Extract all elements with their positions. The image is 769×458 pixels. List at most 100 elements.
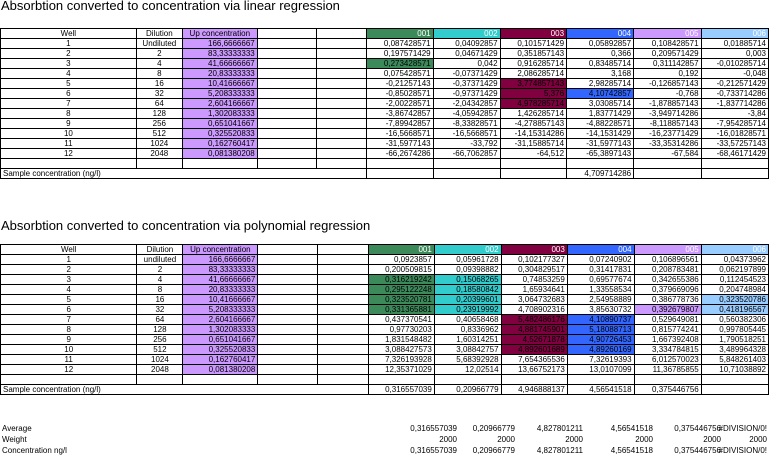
value-cell[interactable]: -0,126857143 xyxy=(633,78,702,89)
empty-cell[interactable] xyxy=(633,374,702,385)
value-cell[interactable]: -7,954285714 xyxy=(700,118,769,129)
value-cell[interactable]: 1,667392408 xyxy=(633,334,702,345)
value-cell[interactable]: 0,208783481 xyxy=(633,264,702,275)
value-cell[interactable]: 0,31417831 xyxy=(566,264,635,275)
header-well[interactable]: Well xyxy=(0,28,137,39)
dilution-cell[interactable]: 512 xyxy=(136,344,184,355)
value-cell[interactable]: 5,68392928 xyxy=(433,354,502,365)
value-cell[interactable]: 0,386778736 xyxy=(633,294,702,305)
value-cell[interactable]: 2,54958889 xyxy=(566,294,635,305)
value-cell[interactable]: 5,376 xyxy=(499,88,568,99)
well-cell[interactable]: 2 xyxy=(0,264,138,275)
value-cell[interactable]: 0,18580842 xyxy=(433,284,502,295)
value-cell[interactable]: -31,5977143 xyxy=(566,138,635,149)
sample-value-cell[interactable] xyxy=(432,168,501,179)
up-concentration-cell[interactable]: 0,081380208 xyxy=(182,364,259,375)
sample-label[interactable]: Sample concentration (ng/l) xyxy=(0,384,369,395)
value-cell[interactable]: 0,003 xyxy=(700,48,769,59)
value-cell[interactable]: 0,311142857 xyxy=(633,58,702,69)
well-cell[interactable]: 3 xyxy=(0,274,138,285)
header-up-concentration[interactable]: Up concentration xyxy=(182,244,259,255)
empty-cell[interactable] xyxy=(316,48,368,59)
value-cell[interactable]: 0,20399601 xyxy=(433,294,502,305)
value-cell[interactable]: 0,075428571 xyxy=(366,68,434,79)
empty-cell[interactable] xyxy=(316,88,368,99)
up-concentration-cell[interactable]: 20,83333333 xyxy=(181,68,258,79)
value-cell[interactable]: -3,86742857 xyxy=(366,108,434,119)
well-cell[interactable]: 1 xyxy=(0,254,138,265)
value-cell[interactable]: -0,85028571 xyxy=(366,88,434,99)
value-cell[interactable]: 0,087428571 xyxy=(366,38,434,49)
empty-cell[interactable] xyxy=(257,374,318,385)
value-cell[interactable]: 0,342655386 xyxy=(633,274,702,285)
value-cell[interactable]: 1,65934641 xyxy=(500,284,568,295)
value-cell[interactable]: 0,273428571 xyxy=(366,58,434,69)
sample-value-cell[interactable]: 4,56541518 xyxy=(566,384,635,395)
value-cell[interactable]: -1,837714286 xyxy=(700,98,769,109)
value-cell[interactable]: -0,048 xyxy=(700,68,769,79)
value-cell[interactable]: -14,15314286 xyxy=(499,128,568,139)
value-cell[interactable]: -7,89942857 xyxy=(366,118,434,129)
empty-cell[interactable] xyxy=(316,344,369,355)
header-col-002[interactable]: 002 xyxy=(433,244,502,255)
value-cell[interactable]: -4,05942857 xyxy=(432,108,501,119)
up-concentration-cell[interactable]: 1,302083333 xyxy=(181,108,258,119)
value-cell[interactable]: -0,21257143 xyxy=(366,78,434,89)
empty-cell[interactable] xyxy=(367,374,435,385)
empty-cell[interactable] xyxy=(257,364,318,375)
value-cell[interactable]: 0,106896561 xyxy=(633,254,702,265)
value-cell[interactable]: 0,295122248 xyxy=(367,284,435,295)
value-cell[interactable]: 3,168 xyxy=(566,68,635,79)
header-well[interactable]: Well xyxy=(0,244,138,255)
empty-cell[interactable] xyxy=(257,334,318,345)
value-cell[interactable]: 3,08842757 xyxy=(433,344,502,355)
dilution-cell[interactable]: 4 xyxy=(136,274,184,285)
value-cell[interactable]: 0,40658468 xyxy=(433,314,502,325)
dilution-cell[interactable]: 4 xyxy=(135,58,183,69)
sample-value-cell[interactable] xyxy=(366,168,434,179)
value-cell[interactable]: 6,012570023 xyxy=(633,354,702,365)
value-cell[interactable]: 4,52671878 xyxy=(500,334,568,345)
empty-cell[interactable] xyxy=(316,304,369,315)
value-cell[interactable]: 0,560382306 xyxy=(700,314,769,325)
dilution-cell[interactable]: 1024 xyxy=(135,138,183,149)
value-cell[interactable]: 0,529649081 xyxy=(633,314,702,325)
empty-cell[interactable] xyxy=(256,58,318,69)
well-cell[interactable]: 11 xyxy=(0,138,137,149)
header-col-001[interactable]: 001 xyxy=(366,28,434,39)
well-cell[interactable]: 11 xyxy=(0,354,138,365)
empty-cell[interactable] xyxy=(135,158,183,169)
well-cell[interactable]: 10 xyxy=(0,344,138,355)
empty-cell[interactable] xyxy=(316,314,369,325)
header-col-004[interactable]: 004 xyxy=(566,28,635,39)
empty-cell[interactable] xyxy=(316,244,369,255)
well-cell[interactable]: 10 xyxy=(0,128,137,139)
header-col-002[interactable]: 002 xyxy=(432,28,501,39)
sample-label[interactable]: Sample concentration (ng/l) xyxy=(0,168,368,179)
up-concentration-cell[interactable]: 0,651041667 xyxy=(182,334,259,345)
empty-cell[interactable] xyxy=(499,158,568,169)
empty-cell[interactable] xyxy=(316,364,369,375)
value-cell[interactable]: 7,32619393 xyxy=(566,354,635,365)
empty-cell[interactable] xyxy=(256,38,318,49)
value-cell[interactable]: 0,04092857 xyxy=(432,38,501,49)
up-concentration-cell[interactable]: 0,162760417 xyxy=(181,138,258,149)
dilution-cell[interactable]: 1024 xyxy=(136,354,184,365)
empty-cell[interactable] xyxy=(0,374,138,385)
value-cell[interactable]: 0,304829517 xyxy=(500,264,568,275)
value-cell[interactable]: -8,33828571 xyxy=(432,118,501,129)
dilution-cell[interactable]: 2 xyxy=(136,264,184,275)
value-cell[interactable]: -16,5668571 xyxy=(366,128,434,139)
value-cell[interactable]: -0,768 xyxy=(633,88,702,99)
empty-cell[interactable] xyxy=(256,88,318,99)
value-cell[interactable]: 0,102177327 xyxy=(500,254,568,265)
empty-cell[interactable] xyxy=(566,158,635,169)
well-cell[interactable]: 4 xyxy=(0,68,137,79)
up-concentration-cell[interactable]: 0,325520833 xyxy=(181,128,258,139)
header-up-concentration[interactable]: Up concentration xyxy=(181,28,258,39)
dilution-cell[interactable]: 2048 xyxy=(136,364,184,375)
dilution-cell[interactable]: 256 xyxy=(135,118,183,129)
value-cell[interactable]: -16,01828571 xyxy=(700,128,769,139)
empty-cell[interactable] xyxy=(256,118,318,129)
header-dilution[interactable]: Dilution xyxy=(136,244,184,255)
